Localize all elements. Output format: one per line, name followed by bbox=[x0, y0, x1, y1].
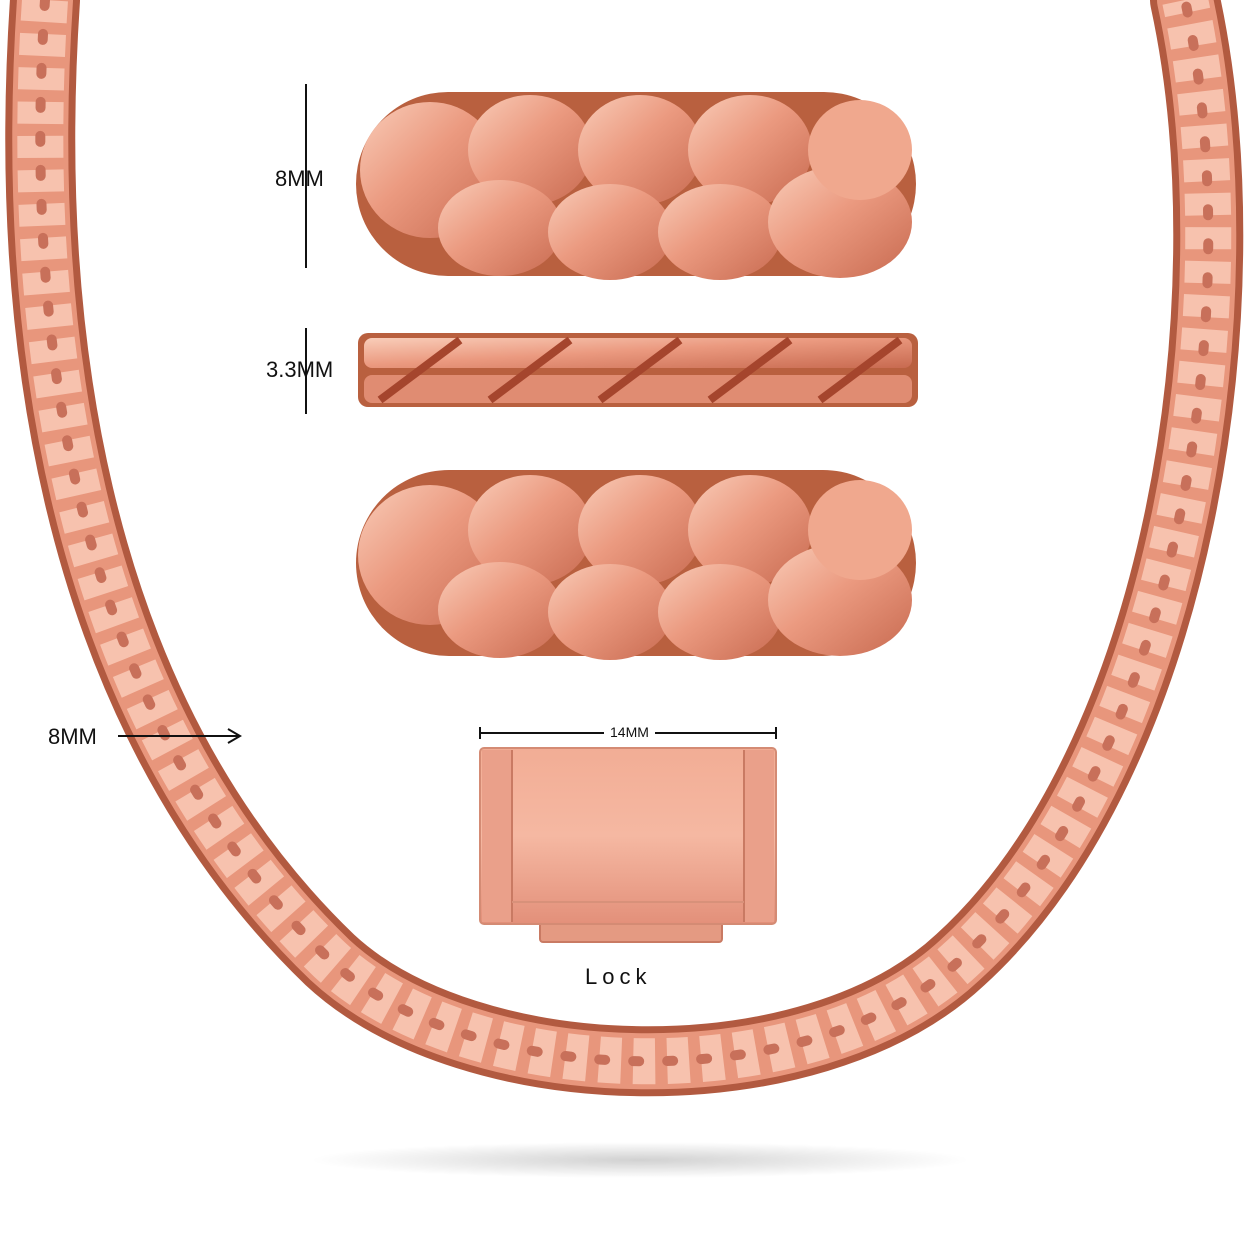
arrow-head-icon bbox=[227, 728, 242, 744]
link-detail-top bbox=[356, 92, 916, 280]
floor-shadow bbox=[310, 1142, 970, 1178]
chain-width-label: 8MM bbox=[48, 724, 97, 749]
lock-clasp bbox=[479, 747, 777, 943]
lock-width-label: 14MM bbox=[604, 724, 655, 740]
link-height-label: 8MM bbox=[275, 166, 324, 191]
necklace-chain bbox=[5, 0, 1244, 1097]
lock-caption: Lock bbox=[585, 964, 652, 989]
link-thickness-label: 3.3MM bbox=[266, 357, 334, 382]
link-detail-side bbox=[358, 333, 918, 407]
link-detail-middle bbox=[356, 470, 916, 660]
